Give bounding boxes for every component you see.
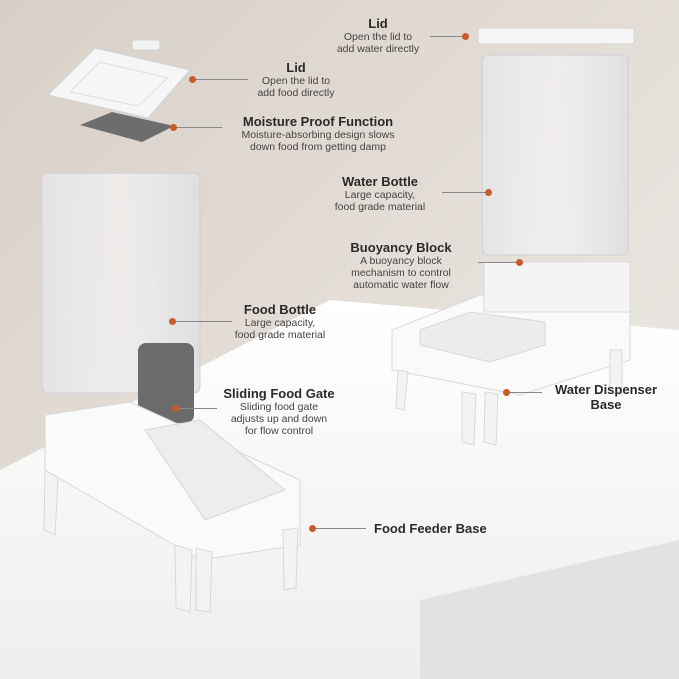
- pointer-dot: [309, 525, 316, 532]
- callout-food-base: Food Feeder Base: [374, 521, 514, 536]
- callout-lid-food: Lid Open the lid to add food directly: [238, 60, 354, 99]
- callout-title: Food Feeder Base: [374, 521, 487, 536]
- callout-title: Moisture Proof Function: [242, 114, 394, 129]
- food-lid-tab: [131, 39, 161, 51]
- callout-desc: add food directly: [257, 87, 335, 99]
- callout-desc: adjusts up and down: [230, 413, 328, 425]
- pointer-dot: [516, 259, 523, 266]
- callout-moisture: Moisture Proof Function Moisture-absorbi…: [222, 114, 414, 153]
- callout-desc: for flow control: [244, 425, 314, 437]
- pointer-dot: [170, 124, 177, 131]
- callout-desc: Open the lid to: [261, 75, 331, 87]
- water-lid: [477, 27, 635, 45]
- callout-sliding-gate: Sliding Food Gate Sliding food gate adju…: [216, 386, 342, 437]
- callout-lid-water: Lid Open the lid to add water directly: [320, 16, 436, 55]
- pointer-dot: [189, 76, 196, 83]
- leader-line: [175, 408, 217, 409]
- food-leg: [282, 527, 299, 591]
- food-leg: [43, 469, 59, 536]
- callout-title: Lid: [286, 60, 306, 75]
- callout-desc: Open the lid to: [343, 31, 413, 43]
- sliding-gate-shape: [138, 343, 194, 423]
- water-bottle-shape: [481, 54, 629, 256]
- callout-water-base: Water Dispenser Base: [544, 382, 668, 412]
- leader-line: [442, 192, 488, 193]
- pointer-dot: [485, 189, 492, 196]
- callout-title: Water Dispenser: [554, 382, 658, 397]
- callout-title: Water Bottle: [341, 174, 419, 189]
- food-leg: [174, 544, 193, 613]
- table-edge: [420, 540, 679, 679]
- callout-desc: Moisture-absorbing design slows: [241, 129, 395, 141]
- pointer-dot: [169, 318, 176, 325]
- water-leg: [483, 391, 499, 446]
- food-leg: [195, 547, 213, 613]
- callout-title: Food Bottle: [243, 302, 317, 317]
- callout-desc: Sliding food gate: [239, 401, 319, 413]
- pointer-dot: [503, 389, 510, 396]
- callout-title: Buoyancy Block: [350, 240, 452, 255]
- callout-title: Lid: [368, 16, 388, 31]
- leader-line: [430, 36, 466, 37]
- callout-desc: food grade material: [334, 201, 426, 213]
- callout-desc: food grade material: [234, 329, 326, 341]
- callout-desc: automatic water flow: [353, 279, 449, 291]
- leader-line: [192, 79, 248, 80]
- water-dispenser: [391, 27, 635, 446]
- callout-desc: add water directly: [336, 43, 420, 55]
- callout-buoyancy: Buoyancy Block A buoyancy block mechanis…: [336, 240, 466, 291]
- water-leg: [609, 349, 623, 396]
- callout-desc: mechanism to control: [351, 267, 451, 279]
- food-feeder: [41, 39, 301, 613]
- food-bowl: [144, 419, 286, 521]
- water-leg: [395, 369, 409, 411]
- food-lid-inner: [68, 61, 170, 107]
- callout-desc: Large capacity,: [344, 189, 416, 201]
- food-lid: [47, 47, 191, 119]
- callout-desc: A buoyancy block: [360, 255, 442, 267]
- callout-food-bottle: Food Bottle Large capacity, food grade m…: [222, 302, 338, 341]
- leader-line: [506, 392, 542, 393]
- water-bowl: [419, 311, 546, 363]
- leader-line: [174, 127, 222, 128]
- food-bottle-shape: [41, 172, 201, 394]
- callout-title: Base: [590, 397, 622, 412]
- callout-desc: down food from getting damp: [250, 141, 386, 153]
- callout-title: Sliding Food Gate: [223, 386, 335, 401]
- leader-line: [172, 321, 232, 322]
- moisture-filter: [80, 112, 174, 142]
- water-leg: [461, 391, 477, 446]
- leader-line: [312, 528, 366, 529]
- water-base-tower: [483, 261, 631, 313]
- pointer-dot: [462, 33, 469, 40]
- pointer-dot: [172, 405, 179, 412]
- callout-water-bottle: Water Bottle Large capacity, food grade …: [320, 174, 440, 213]
- leader-line: [478, 262, 520, 263]
- callout-desc: Large capacity,: [244, 317, 316, 329]
